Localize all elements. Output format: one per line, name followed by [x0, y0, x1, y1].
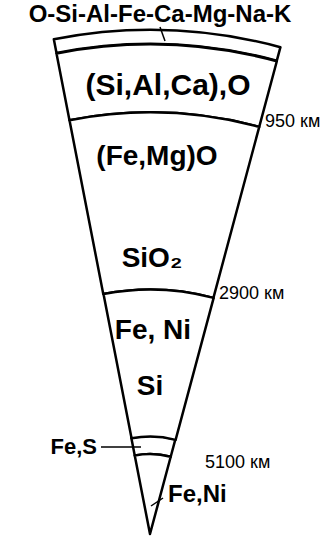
- depth-label: 2900 км: [219, 284, 284, 304]
- text-holder: O-Si-Al-Fe-Ca-Mg-Na-K: [29, 1, 292, 27]
- text-holder: Fe, Ni: [115, 315, 191, 346]
- text-holder: SiO₂: [122, 243, 183, 274]
- layer-composition: (Fe,Mg)O: [96, 141, 217, 172]
- depth-label: 5100 км: [205, 453, 270, 473]
- text-holder: Fe,S: [51, 435, 97, 459]
- layer-composition: Fe, Ni: [115, 315, 191, 346]
- composition-label: Fe,S: [51, 435, 97, 459]
- leader-line: [151, 498, 163, 506]
- mantle-layer: (Fe,Mg)O SiO₂: [67, 110, 262, 300]
- core-layer: Fe, Ni Si: [101, 287, 216, 442]
- layer-outline: [103, 289, 213, 439]
- depth-label: 950 км: [265, 112, 320, 132]
- layer-composition: (Si,Al,Ca),O: [85, 68, 250, 101]
- text-holder: Si: [137, 371, 163, 402]
- text-holder: 5100 км: [205, 453, 270, 473]
- leader-line: [160, 27, 165, 41]
- text-holder: 2900 км: [219, 284, 284, 304]
- text-holder: 950 км: [265, 112, 320, 132]
- inner-core: [135, 454, 171, 534]
- text-holder: (Fe,Mg)O: [96, 141, 217, 172]
- composition-label: O-Si-Al-Fe-Ca-Mg-Na-K: [29, 1, 292, 27]
- text-holder: Fe,Ni: [168, 481, 227, 507]
- layer-outline: [101, 287, 216, 442]
- layer-composition: SiO₂: [122, 243, 183, 274]
- layer-outline: [69, 112, 259, 297]
- composition-label: Fe,Ni: [168, 481, 227, 507]
- text-holder: (Si,Al,Ca),O: [85, 68, 250, 101]
- leader-line: [101, 446, 141, 448]
- layer-composition: Si: [137, 371, 163, 402]
